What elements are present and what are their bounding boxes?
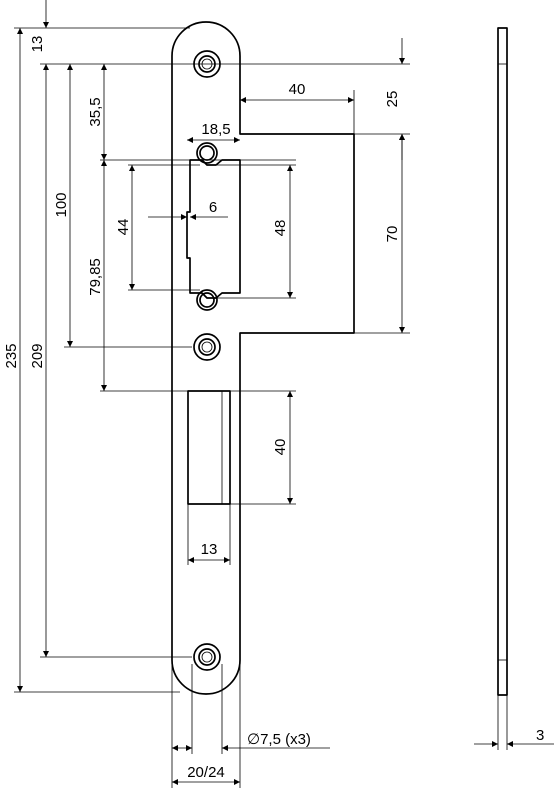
screw-hole-lower [196, 289, 218, 311]
side-view-plate [497, 27, 508, 696]
dim-tongue-height: 70 [384, 226, 401, 243]
screw-hole-middle [193, 333, 221, 361]
dim-thickness: 3 [536, 727, 544, 744]
dim-overall-length: 235 [3, 343, 20, 368]
lower-opening [187, 390, 231, 505]
dim-upper-opening-height: 44 [115, 219, 132, 236]
dim-upper-hole-offset: 18,5 [201, 121, 230, 138]
dim-hole-span: 209 [29, 343, 46, 368]
dim-hole-to-tongue-edge: 25 [384, 91, 401, 108]
dim-tongue-width: 40 [289, 81, 306, 98]
dim-hole-to-middle-hole: 100 [53, 192, 70, 217]
dim-lower-opening-height: 40 [272, 439, 289, 456]
dim-hole-diameter: ∅7,5 (x3) [247, 731, 311, 748]
upper-opening [186, 159, 241, 299]
dim-top-to-hole: 13 [29, 36, 46, 53]
dimension-lines [17, 0, 554, 785]
dim-lower-opening-width: 13 [201, 541, 218, 558]
dim-notch-depth: 6 [209, 199, 217, 216]
dim-recess-height: 48 [272, 220, 289, 237]
dim-hole-to-second-opening: 79,85 [87, 258, 104, 296]
dim-plate-width: 20/24 [187, 764, 225, 781]
dim-hole-to-tongue-top: 35,5 [87, 97, 104, 126]
screw-hole-bottom [193, 643, 221, 671]
extension-lines [14, 27, 508, 788]
